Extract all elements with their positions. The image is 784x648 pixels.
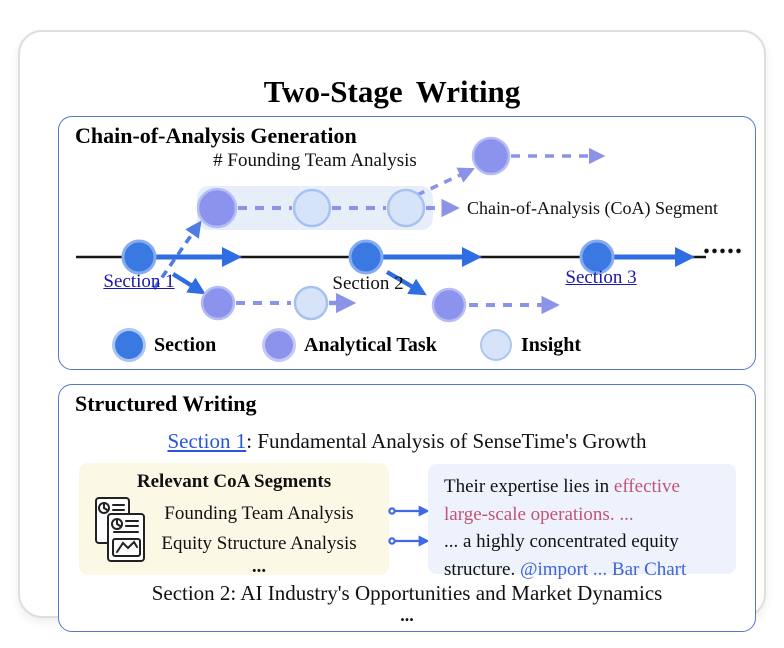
insight-node-branch1 [293, 285, 329, 321]
section-3-link[interactable]: Section 3 [565, 267, 637, 288]
timeline-ellipsis: ..... [703, 229, 743, 260]
section-1-link[interactable]: Section 1 [167, 429, 247, 453]
legend-item-section: Section [115, 331, 216, 359]
section-2-label: Section 2 [332, 273, 404, 294]
figure-card: Two-Stage Writing [18, 30, 766, 632]
insight-node-icon [482, 331, 510, 359]
output-text-black-2: ... a highly concentrated equity structu… [444, 531, 679, 580]
section-node-2 [348, 239, 384, 275]
section-node-icon [115, 331, 143, 359]
section-1-heading-text: : Fundamental Analysis of SenseTime's Gr… [246, 429, 647, 453]
panel1-header: Chain-of-Analysis Generation [75, 123, 357, 148]
coa-segment-list: Founding Team Analysis Equity Structure … [137, 499, 381, 577]
section-2-heading: Section 2: AI Industry's Opportunities a… [151, 581, 663, 605]
legend-section-label: Section [154, 333, 217, 356]
insight-node-2 [386, 188, 426, 228]
coa-segment-item: Founding Team Analysis [164, 503, 354, 524]
coa-list-ellipsis: ... [251, 556, 267, 577]
relevant-coa-segments-box: Relevant CoA Segments [79, 463, 389, 577]
section-1-heading: Section 1: Fundamental Analysis of Sense… [59, 429, 755, 454]
structured-writing-panel: Structured Writing Section 1: Fundamenta… [58, 384, 756, 632]
legend-insight-label: Insight [521, 333, 582, 356]
output-text-black: Their expertise lies in [444, 476, 614, 497]
coa-segment-label: Chain-of-Analysis (CoA) Segment [467, 198, 718, 218]
task-node-founding [196, 187, 238, 229]
chain-of-analysis-panel: Chain-of-Analysis Generation # Founding … [58, 116, 756, 370]
figure-title: Two-Stage Writing [263, 74, 521, 109]
task-node-branch2 [431, 287, 467, 323]
task-node-top [471, 136, 511, 176]
report-documents-icon [95, 497, 145, 562]
generated-text-box: Their expertise lies in effective large-… [428, 464, 736, 580]
arrow-s2-down [385, 270, 427, 296]
arrow-insight-to-top-task [416, 167, 475, 197]
legend-item-analytical-task: Analytical Task [265, 331, 437, 359]
coa-box-title: Relevant CoA Segments [136, 471, 332, 492]
output-text-highlight: effective large-scale operations. ... [444, 476, 680, 525]
section-1-link[interactable]: Section 1 [103, 271, 175, 292]
analytical-task-node-icon [265, 331, 293, 359]
section-node-1 [121, 239, 157, 275]
output-import-reference[interactable]: @import ... Bar Chart [519, 558, 687, 580]
coa-segment-item: Equity Structure Analysis [161, 533, 357, 554]
insight-node-1 [292, 188, 332, 228]
legend-task-label: Analytical Task [304, 333, 437, 356]
panel2-ellipsis: ... [400, 605, 414, 625]
coa-diagram [76, 136, 706, 323]
panel2-header: Structured Writing [75, 391, 257, 416]
legend-item-insight: Insight [482, 331, 581, 359]
arrow-s1-down [171, 272, 206, 295]
segment-to-text-arrows [388, 505, 430, 547]
section-node-3 [579, 239, 615, 275]
founding-team-analysis-label: # Founding Team Analysis [213, 150, 417, 171]
task-node-branch1 [200, 285, 236, 321]
